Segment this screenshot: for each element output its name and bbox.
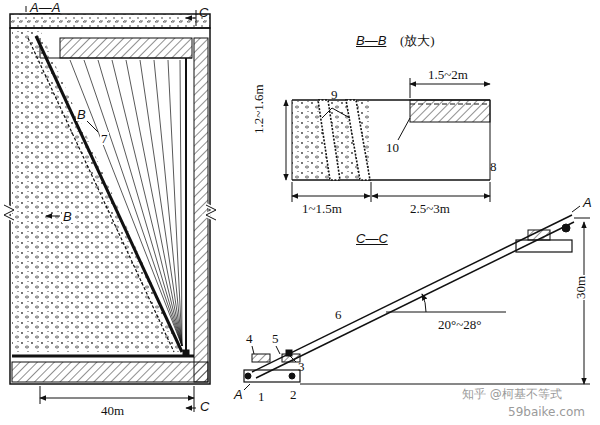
callout-number: 7 [100, 132, 109, 145]
watermark: 59baike.com [508, 406, 585, 418]
section-title: A—A [30, 1, 60, 14]
dimension: 2.5~3m [410, 202, 450, 215]
dimension: 30m [574, 275, 587, 300]
section-mark: A [583, 196, 592, 209]
section-c-c [244, 206, 590, 390]
callout-number: 3 [298, 360, 305, 373]
section-mark: B [76, 108, 87, 121]
callout-number: 8 [490, 160, 497, 173]
callout-number: 9 [331, 88, 338, 101]
callout-number: 2 [290, 388, 297, 401]
callout-number: 6 [335, 308, 342, 321]
section-mark: C [199, 6, 208, 19]
callout-number: 10 [386, 141, 399, 154]
dimension: 20°~28° [438, 318, 481, 331]
section-mark: C [200, 400, 209, 413]
section-a-a [4, 6, 216, 412]
section-title: C—C [356, 232, 388, 245]
watermark: 知乎 @柯基不等式 [462, 388, 562, 400]
dimension: 1.2~1.6m [252, 84, 265, 134]
section-mark: B [62, 210, 73, 223]
dimension: 1~1.5m [302, 202, 342, 215]
section-title: B—B [356, 34, 386, 47]
section-mark: A [234, 388, 243, 401]
section-note: (放大) [400, 34, 435, 47]
section-b-b [286, 78, 490, 202]
callout-number: 4 [246, 332, 253, 345]
dimension: 1.5~2m [428, 68, 468, 81]
dimension: 40m [100, 404, 125, 417]
callout-number: 5 [272, 332, 279, 345]
callout-number: 1 [258, 390, 265, 403]
